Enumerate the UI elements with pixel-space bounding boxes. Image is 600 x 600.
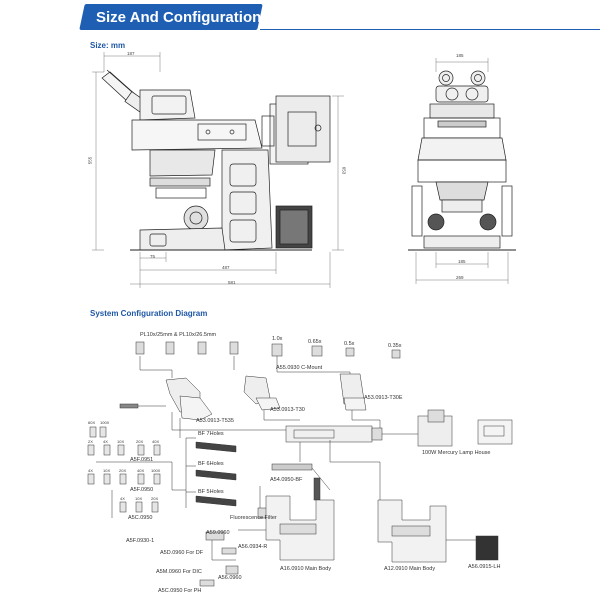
bf6-label: BF 6Holes <box>198 461 224 467</box>
side-view-drawing <box>101 69 331 251</box>
obj-a5f0950-label: A5F.0950 <box>130 487 154 493</box>
dim-side-height-right: 653 <box>341 166 347 175</box>
dim-side-bottom-a: 75 <box>150 254 156 259</box>
obj-r2-b: 4X <box>103 439 108 444</box>
obj-a5f0951-label: A5F.0951 <box>130 457 154 463</box>
dim-front-bottom-b: 269 <box>456 275 464 280</box>
adapter-035x-label: 0.35x <box>388 343 402 349</box>
obj-a5f0930-label: A5F.0930-1 <box>126 538 155 544</box>
obj-r1-b: 100X <box>100 420 110 425</box>
a56-r-label: A56.0934-R <box>238 544 268 550</box>
obj-r3-b: 10X <box>103 468 111 473</box>
obj-a5c0950-label: A5C.0950 <box>128 515 153 521</box>
obj-r4-b: 10X <box>135 496 143 501</box>
a5m-label: A5M.0960 For DIC <box>156 569 202 575</box>
dim-side-bottom-c: 581 <box>228 280 236 285</box>
a12-body-label: A12.0910 Main Body <box>384 566 436 572</box>
bf7-label: BF 7Holes <box>198 431 224 437</box>
obj-r3-e: 100X <box>151 468 161 473</box>
obj-r4-c: 20X <box>151 496 159 501</box>
dim-side-top: 187 <box>127 51 135 56</box>
a59-label: A59.0960 <box>206 530 230 536</box>
lamp-house-label: 100W Mercury Lamp House <box>422 450 491 456</box>
obj-r4-a: 4X <box>120 496 125 501</box>
adapter-065x-label: 0.65x <box>308 339 322 345</box>
dim-side-bottom-b: 487 <box>222 265 230 270</box>
a5c-ph-label: A5C.0950 For PH <box>158 588 202 594</box>
config-diagram <box>87 341 513 587</box>
a16-body-label: A16.0910 Main Body <box>280 566 332 572</box>
obj-r2-e: 40X <box>152 439 160 444</box>
obj-r2-c: 10X <box>117 439 125 444</box>
obj-r3-c: 20X <box>119 468 127 473</box>
bf5-label: BF 5Holes <box>198 489 224 495</box>
obj-r3-a: 4X <box>88 468 93 473</box>
a54-bf-label: A54.0950-BF <box>270 477 303 483</box>
c-mount-label: A55.0930 C-Mount <box>276 365 323 371</box>
head-t30-label: A53.0913-T30 <box>270 407 305 413</box>
obj-r1-a: 60X <box>88 420 96 425</box>
obj-r3-d: 40X <box>137 468 145 473</box>
dim-front-top: 185 <box>456 53 464 58</box>
size-label: Size: mm <box>90 41 126 50</box>
dim-front-bottom-a: 185 <box>458 259 466 264</box>
front-view-drawing <box>408 70 516 251</box>
head-t30e-label: A53.0913-T30E <box>364 395 403 401</box>
header-rule <box>260 29 600 30</box>
section-header: Size And Configuration <box>0 0 600 34</box>
head-t535-label: A53.0913-T535 <box>196 418 234 424</box>
a5d-label: A5D.0960 For DF <box>160 550 204 556</box>
obj-r2-a: 2X <box>88 439 93 444</box>
diagram-label: System Configuration Diagram <box>90 309 208 318</box>
adapter-10x-label: 1.0x <box>272 336 283 342</box>
dim-side-height-left: 555 <box>87 156 93 165</box>
obj-r2-d: 20X <box>136 439 144 444</box>
a56-lh-label: A56.0915-LH <box>468 564 501 570</box>
eyepieces-label: PL10x/25mm & PL10x/26.5mm <box>140 332 217 338</box>
a56-0960-label: A56.0960 <box>218 575 242 581</box>
fluor-filter-label: Fluorescence Filter <box>230 515 277 521</box>
adapter-05x-label: 0.5x <box>344 341 355 347</box>
section-title: Size And Configuration <box>96 9 262 26</box>
